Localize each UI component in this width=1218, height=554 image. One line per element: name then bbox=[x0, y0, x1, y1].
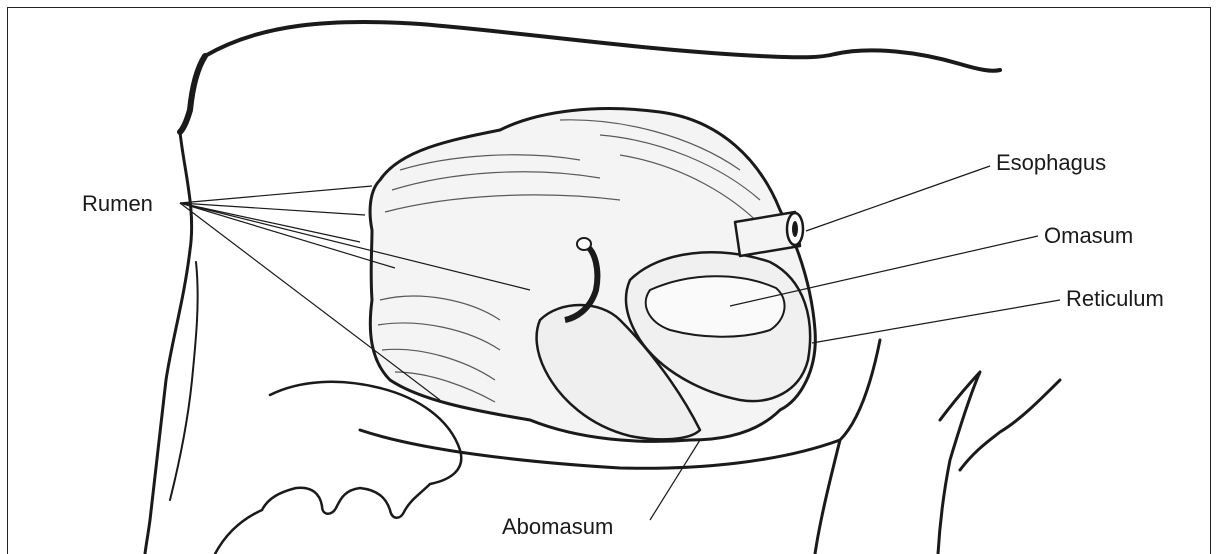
cow-front-leg-2 bbox=[938, 372, 980, 554]
cow-chest bbox=[960, 380, 1060, 470]
small-tube-opening bbox=[577, 238, 591, 250]
cow-front-leg bbox=[815, 440, 840, 554]
rumen-leader-1 bbox=[180, 186, 372, 203]
omasum-organ bbox=[646, 276, 785, 337]
udder bbox=[262, 382, 461, 518]
stomach bbox=[370, 109, 815, 442]
label-abomasum: Abomasum bbox=[502, 516, 613, 538]
label-rumen: Rumen bbox=[82, 193, 153, 215]
cow-rear-top bbox=[180, 56, 205, 132]
label-omasum: Omasum bbox=[1044, 225, 1133, 247]
cow-rear-leg-inner bbox=[170, 262, 198, 500]
cow-back-line bbox=[205, 22, 1000, 71]
label-reticulum: Reticulum bbox=[1066, 288, 1164, 310]
esophagus-leader bbox=[806, 166, 990, 231]
cow-hind-lower bbox=[215, 510, 262, 554]
rumen-leader-4 bbox=[180, 203, 395, 268]
label-esophagus: Esophagus bbox=[996, 152, 1106, 174]
abomasum-leader bbox=[650, 440, 700, 520]
esophagus-lumen bbox=[792, 221, 798, 237]
reticulum-leader bbox=[812, 300, 1060, 343]
